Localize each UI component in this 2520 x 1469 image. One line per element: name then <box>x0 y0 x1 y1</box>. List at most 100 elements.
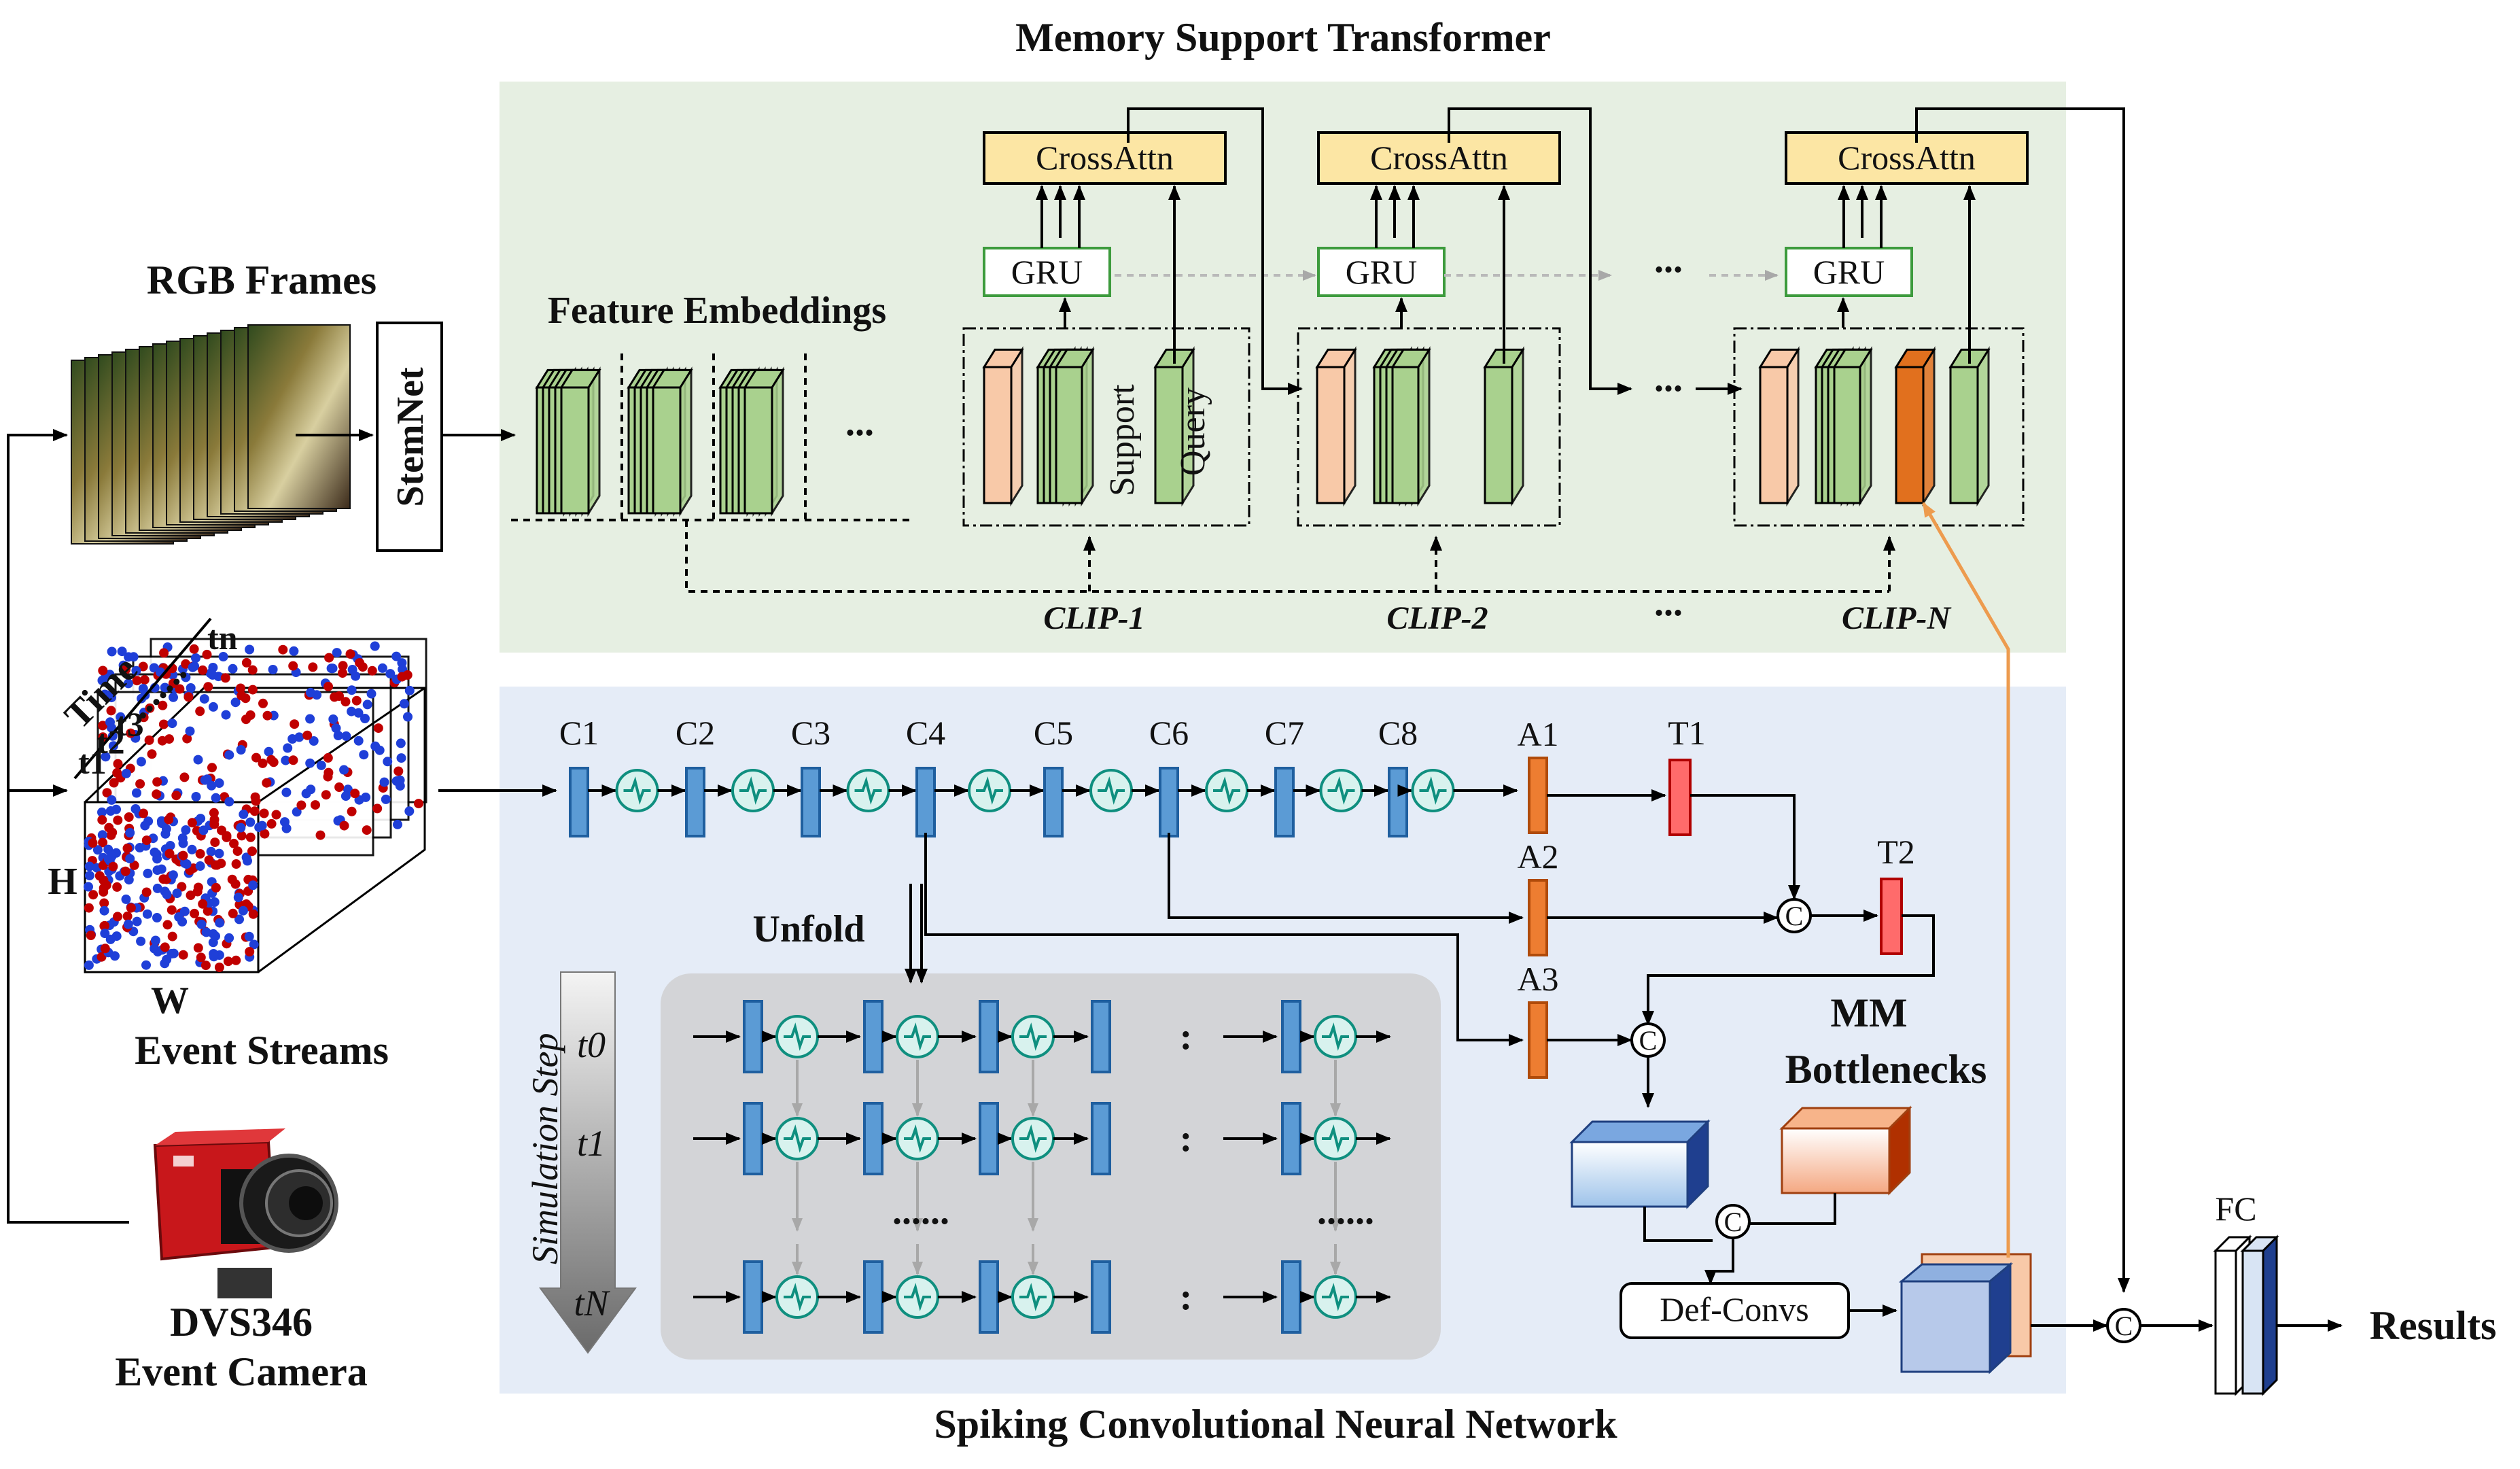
event-dot-blue <box>283 743 293 753</box>
event-dot-red <box>229 838 239 848</box>
spike-waveform-icon <box>1019 1124 1047 1153</box>
spike-waveform-icon <box>784 1022 811 1051</box>
event-dot-blue <box>268 665 278 674</box>
conv-label-3: C3 <box>791 714 830 752</box>
fusion-to-query-link <box>1921 502 2010 1258</box>
event-dot-red <box>190 908 200 918</box>
event-dot-red <box>248 909 258 919</box>
simulation-step-label: Simulation Step <box>525 1033 565 1264</box>
event-dot-blue <box>135 843 145 852</box>
clip-group-1-border <box>962 327 1250 527</box>
event-dot-red <box>372 803 383 814</box>
event-dot-blue <box>132 916 142 927</box>
concat-c1-label: C <box>1785 901 1804 931</box>
unfold-conv-block <box>743 1102 763 1175</box>
embedding-stack-3 <box>718 366 785 517</box>
event-dot-blue <box>143 868 153 878</box>
conv-block-5 <box>1043 767 1064 837</box>
event-dot-red <box>157 736 167 746</box>
event-dot-red <box>355 658 365 668</box>
spike-waveform-icon <box>1322 1283 1349 1311</box>
event-dot-red <box>164 814 174 825</box>
event-dot-red <box>268 757 279 767</box>
event-dot-blue <box>238 905 248 916</box>
event-dot-blue <box>385 669 396 679</box>
unfold-conv-block <box>863 1000 883 1073</box>
clip-group-2-border <box>1297 327 1561 527</box>
unfold-conv-block <box>1091 1260 1111 1334</box>
unfold-conv-block <box>979 1260 999 1334</box>
event-dot-red <box>209 819 220 829</box>
event-dot-blue <box>347 665 357 674</box>
event-dot-blue <box>241 852 251 863</box>
event-dot-blue <box>287 734 298 744</box>
cross-attn-box <box>983 131 1227 185</box>
event-dot-blue <box>396 753 406 763</box>
event-dot-blue <box>306 784 316 795</box>
bottleneck-blue-cube <box>1569 1119 1711 1209</box>
event-dot-red <box>393 766 404 776</box>
event-dot-red <box>241 714 251 725</box>
unfold-row-0: : <box>693 1000 1391 1117</box>
event-dot-red <box>262 778 272 788</box>
event-dot-red <box>98 721 108 731</box>
stemnet-box <box>376 322 443 552</box>
spike-waveform-icon <box>1327 776 1355 805</box>
gru-box <box>983 247 1111 297</box>
event-dot-blue <box>100 689 110 699</box>
event-dot-blue <box>292 807 302 817</box>
support-label: Support <box>1103 384 1142 496</box>
w-label: W <box>151 980 189 1022</box>
event-dot-blue <box>224 750 234 760</box>
event-dot-red <box>122 843 133 853</box>
event-dot-blue <box>193 755 203 765</box>
event-dot-blue <box>195 861 205 871</box>
unfold-conv-block <box>979 1102 999 1175</box>
event-dot-blue <box>281 787 292 797</box>
event-dot-blue <box>233 893 243 903</box>
fusion-cube <box>1898 1253 2032 1375</box>
event-dot-red <box>367 666 377 676</box>
spike-waveform-icon <box>784 1283 811 1311</box>
event-dot-red <box>278 644 288 655</box>
event-dot-blue <box>404 806 415 816</box>
c6-to-a2-arrow <box>1168 833 1524 924</box>
event-dot-red <box>211 860 221 870</box>
event-dot-blue <box>105 806 116 816</box>
t-3-label: t3 <box>116 705 144 743</box>
event-dot-blue <box>208 663 218 672</box>
event-dot-blue <box>160 829 171 839</box>
event-dot-blue <box>107 851 117 861</box>
event-dot-blue <box>196 919 207 929</box>
spike-waveform-icon <box>784 1124 811 1153</box>
adapter-1 <box>1528 757 1548 834</box>
event-dot-red <box>98 666 108 676</box>
concat-c3: C <box>1715 1204 1751 1239</box>
event-dot-blue <box>207 670 217 680</box>
event-dot-red <box>402 670 413 680</box>
event-dot-blue <box>110 951 120 961</box>
event-dot-red <box>152 789 162 799</box>
event-dot-red <box>311 800 320 810</box>
event-dot-blue <box>209 897 220 907</box>
event-dot-red <box>373 723 383 733</box>
event-dot-red <box>351 695 362 706</box>
unfold-conv-block <box>743 1260 763 1334</box>
event-dot-blue <box>209 949 219 958</box>
event-dot-red <box>122 911 133 921</box>
event-dot-blue <box>167 719 177 729</box>
event-dot-blue <box>347 706 357 716</box>
event-dot-blue <box>391 651 402 661</box>
event-dot-blue <box>211 931 220 941</box>
rgb-frames-label: RGB Frames <box>147 258 377 303</box>
event-dot-red <box>258 758 268 768</box>
event-dot-blue <box>117 646 127 657</box>
event-dot-blue <box>396 738 406 748</box>
event-dot-red <box>251 753 261 763</box>
gru-label: GRU <box>1346 253 1418 291</box>
conv-block-7 <box>1274 767 1295 837</box>
event-dot-blue <box>316 760 326 770</box>
unfold-conv-block <box>863 1260 883 1334</box>
event-dot-red <box>232 846 243 857</box>
event-dot-blue <box>179 906 190 916</box>
